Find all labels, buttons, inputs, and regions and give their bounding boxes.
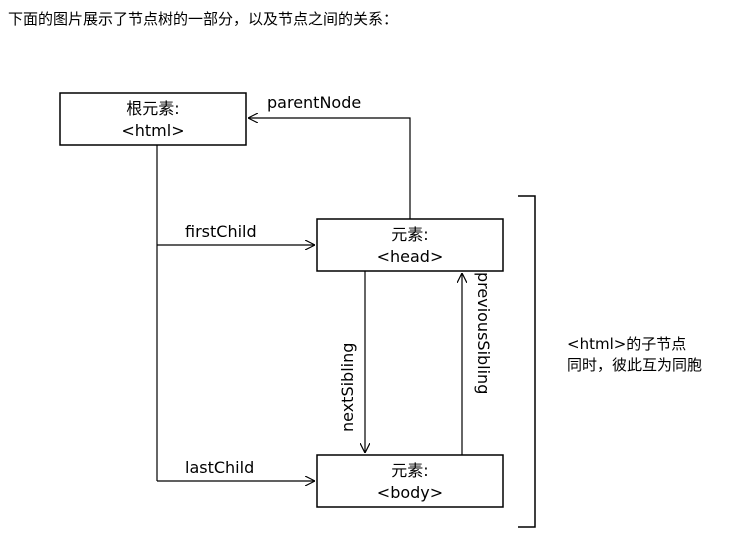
- head-node: 元素: <head>: [316, 218, 504, 272]
- previous-sibling-label: previousSibling: [474, 272, 493, 394]
- body-node-box: [316, 454, 504, 508]
- head-node-box: [316, 218, 504, 272]
- parent-node-label: parentNode: [267, 93, 361, 112]
- annotation-line-1: <html>的子节点: [567, 335, 686, 353]
- root-node: 根元素: <html>: [59, 92, 247, 146]
- body-node: 元素: <body>: [316, 454, 504, 508]
- root-node-label-1: 根元素:: [126, 99, 179, 118]
- root-node-box: [59, 92, 247, 146]
- intro-text: 下面的图片展示了节点树的一部分，以及节点之间的关系：: [8, 10, 399, 28]
- sibling-group-bracket: [518, 195, 536, 528]
- body-node-label-1: 元素:: [391, 461, 428, 480]
- parent-node-arrow: [248, 118, 411, 219]
- root-node-label-2: <html>: [121, 121, 184, 140]
- head-node-label-2: <head>: [377, 247, 444, 266]
- head-node-label-1: 元素:: [391, 225, 428, 244]
- next-sibling-label: nextSibling: [338, 343, 357, 432]
- first-child-label: firstChild: [185, 222, 257, 241]
- annotation-line-2: 同时，彼此互为同胞: [567, 356, 702, 374]
- body-node-label-2: <body>: [377, 483, 443, 502]
- last-child-label: lastChild: [185, 458, 254, 477]
